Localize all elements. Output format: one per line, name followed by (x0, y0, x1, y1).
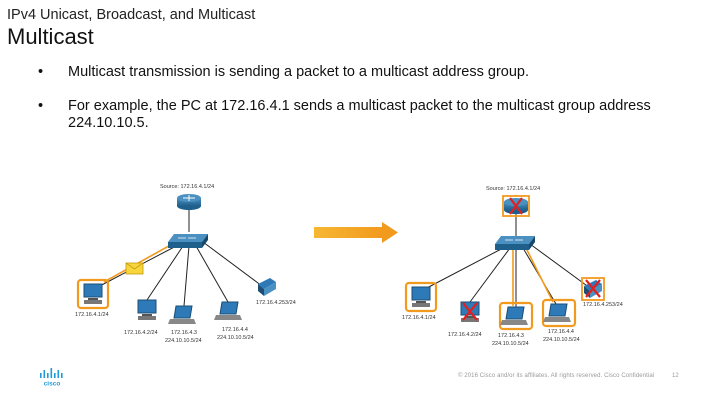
cisco-logo: cisco (40, 368, 63, 388)
left-pc4-laptop-icon[interactable] (214, 301, 242, 320)
transition-arrow-icon (314, 222, 398, 243)
bullet-marker: • (38, 64, 44, 80)
right-pc1-label: 172.16.4.1/24 (402, 315, 436, 321)
left-pc3-group: 224.10.10.5/24 (165, 338, 202, 344)
bullet-marker: • (38, 98, 44, 114)
left-pc2-icon[interactable] (137, 299, 157, 320)
left-pc3-label: 172.16.4.3 (171, 330, 197, 336)
right-pc3-laptop-icon[interactable] (498, 301, 534, 331)
slide-title: Multicast (7, 24, 94, 49)
cisco-logo-text: cisco (44, 381, 61, 388)
left-source-label: Source: 172.16.4.1/24 (160, 184, 214, 190)
right-pc4-group: 224.10.10.5/24 (543, 337, 580, 343)
bullet-item: • For example, the PC at 172.16.4.1 send… (38, 98, 698, 132)
left-pc1-label: 172.16.4.1/24 (75, 312, 109, 318)
right-pc3-label: 172.16.4.3 (498, 333, 524, 339)
left-pc4-group: 224.10.10.5/24 (217, 335, 254, 341)
section-subtitle: IPv4 Unicast, Broadcast, and Multicast (7, 7, 256, 23)
left-pc4-label: 172.16.4.4 (222, 327, 248, 333)
left-flow-line (103, 241, 177, 283)
page-number: 12 (672, 373, 679, 379)
right-pc4-laptop-icon[interactable] (541, 298, 577, 328)
multicast-diagram: Source: 172.16.4.1/24 172.16.4.1/2 (75, 184, 623, 347)
right-pc3-group: 224.10.10.5/24 (492, 341, 529, 347)
left-topology: Source: 172.16.4.1/24 172.16.4.1/2 (75, 184, 296, 344)
left-envelope-icon (125, 262, 144, 275)
bullet-text: Multicast transmission is sending a pack… (68, 64, 529, 80)
left-pc3-laptop-icon[interactable] (168, 305, 196, 324)
right-pc4-label: 172.16.4.4 (548, 329, 574, 335)
bullet-item: • Multicast transmission is sending a pa… (38, 64, 698, 81)
footer-copyright: © 2016 Cisco and/or its affiliates. All … (458, 373, 655, 379)
left-printer-label: 172.16.4.253/24 (256, 300, 296, 306)
left-switch-icon[interactable] (168, 234, 208, 248)
right-switch-icon[interactable] (495, 236, 535, 250)
left-pc2-label: 172.16.4.2/24 (124, 330, 158, 336)
right-pc2-label: 172.16.4.2/24 (448, 332, 482, 338)
left-router-icon[interactable] (177, 194, 201, 210)
right-router-reject-icon (509, 197, 523, 215)
right-pc2-reject-icon (462, 302, 478, 321)
right-links (422, 210, 591, 308)
right-topology: Source: 172.16.4.1/24 172.16.4.1/24 (402, 186, 623, 347)
left-links (95, 206, 263, 307)
left-printer-icon[interactable] (258, 278, 276, 296)
right-source-label: Source: 172.16.4.1/24 (486, 186, 540, 192)
right-printer-label: 172.16.4.253/24 (583, 302, 623, 308)
bullet-text: For example, the PC at 172.16.4.1 sends … (68, 98, 651, 131)
right-printer-reject-icon (585, 279, 601, 298)
right-pc1-icon[interactable] (404, 281, 438, 313)
left-pc1-icon[interactable] (76, 278, 110, 310)
right-flow-lines (512, 247, 554, 306)
bullet-list: • Multicast transmission is sending a pa… (38, 64, 698, 149)
